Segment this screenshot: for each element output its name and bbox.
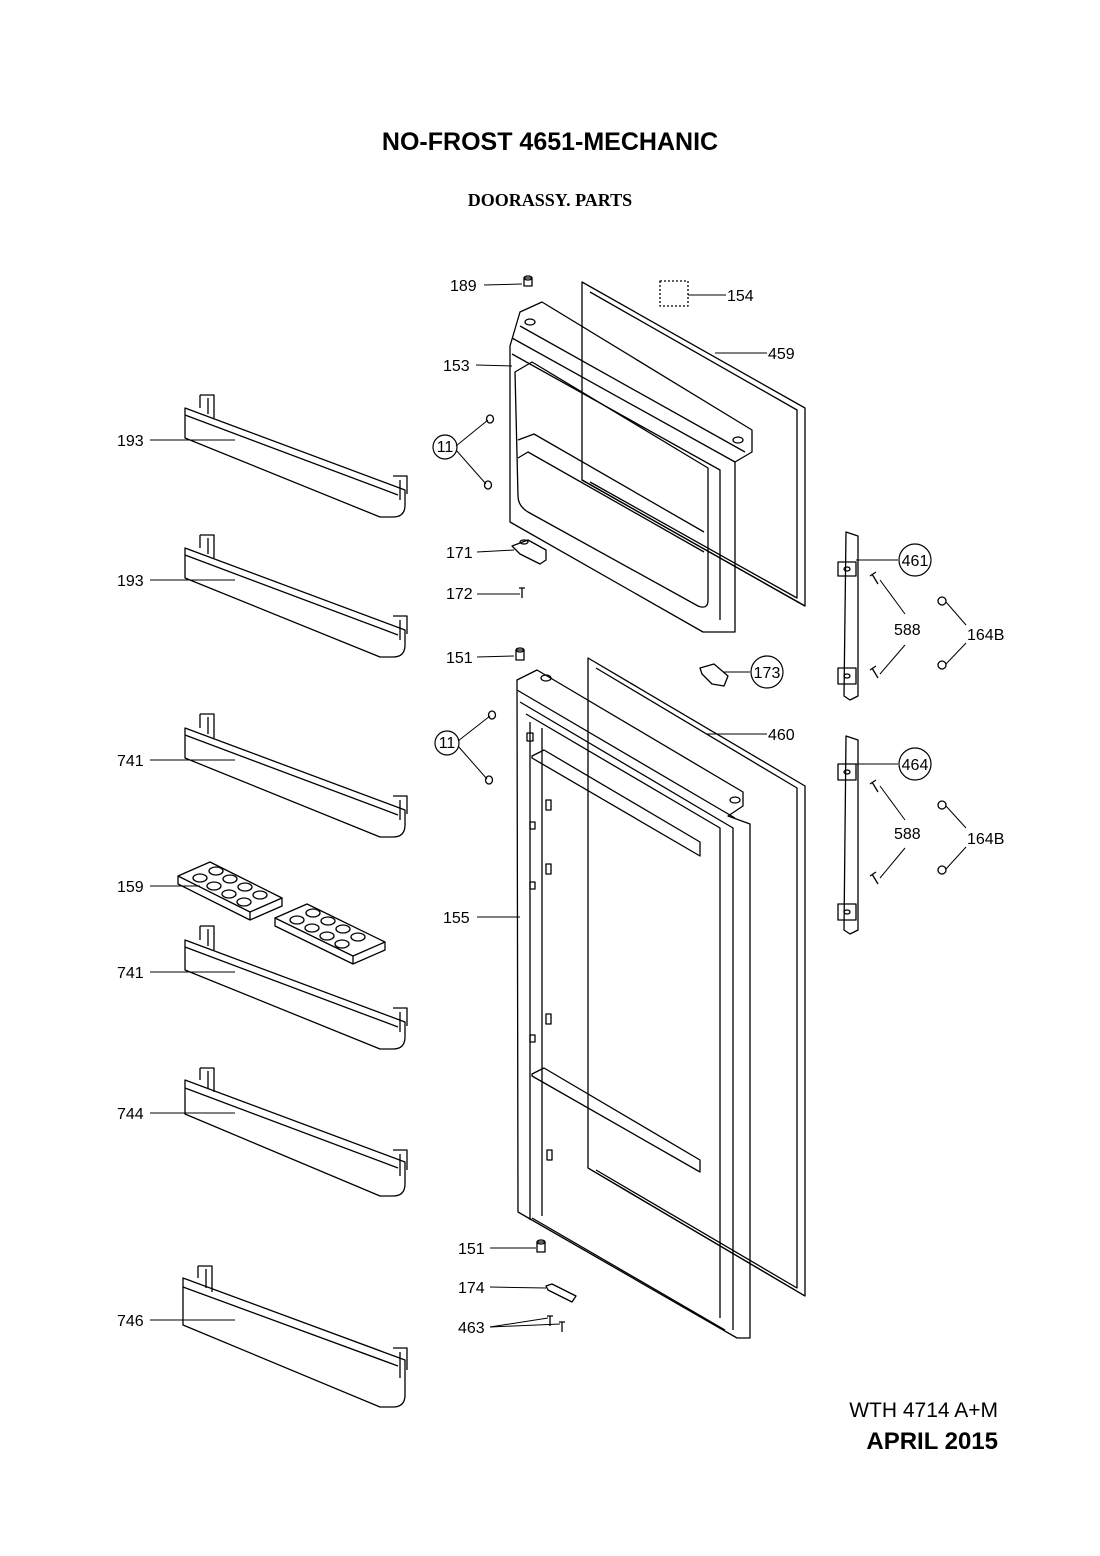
callout-153: 153 [443, 358, 470, 375]
bushing-151-lower [536, 1239, 546, 1253]
callout-151-upper: 151 [446, 650, 473, 667]
callout-459: 459 [768, 346, 795, 363]
diagram-subtitle: DOORASSY. PARTS [467, 190, 633, 210]
door-shelf-744 [184, 1067, 408, 1197]
caps-11-lower [484, 710, 497, 785]
fridge-door-gasket-460 [587, 657, 806, 1297]
door-shelf-741-lower [184, 925, 408, 1050]
fridge-door-155 [516, 669, 751, 1339]
screw-172 [519, 587, 525, 598]
egg-tray-159-left [177, 861, 283, 921]
callout-circle-461 [898, 543, 932, 577]
callout-171: 171 [446, 545, 473, 562]
callout-588-lower: 588 [894, 826, 921, 843]
callout-189: 189 [450, 278, 477, 295]
callout-circle-464 [898, 747, 932, 781]
leader-lines [150, 283, 967, 1328]
callout-461: 461 [902, 553, 929, 570]
model-number: WTH 4714 A+M [849, 1399, 998, 1422]
door-shelf-741-upper [184, 713, 408, 838]
callout-172: 172 [446, 586, 473, 603]
bushing-189 [523, 275, 533, 287]
callout-744: 744 [117, 1106, 144, 1123]
bushing-151-upper [515, 647, 525, 661]
callout-588-upper: 588 [894, 622, 921, 639]
callout-11-lower: 11 [439, 735, 456, 752]
door-shelf-193-lower [184, 534, 408, 658]
callout-circles [432, 434, 932, 781]
callout-151-lower: 151 [458, 1241, 485, 1258]
callout-circle-11-upper [432, 434, 458, 460]
callout-741-upper: 741 [117, 753, 144, 770]
freezer-label-154 [659, 280, 689, 307]
callout-circle-11-lower [434, 730, 460, 756]
door-shelf-746 [182, 1265, 408, 1408]
callout-193-lower: 193 [117, 573, 144, 590]
door-shelf-193-upper [184, 394, 408, 518]
hinge-171 [511, 539, 547, 565]
callout-155: 155 [443, 910, 470, 927]
freezer-door-gasket-459 [581, 281, 806, 607]
callout-174: 174 [458, 1280, 485, 1297]
caps-11-upper [483, 414, 495, 490]
diagram-title: NO-FROST 4651-MECHANIC [381, 128, 719, 156]
callout-labels: 189 154 153 459 193 11 171 461 193 172 5… [117, 278, 1004, 1337]
callout-746: 746 [117, 1313, 144, 1330]
callout-460: 460 [768, 727, 795, 744]
callout-173: 173 [754, 665, 781, 682]
callout-164B-upper: 164B [967, 627, 1004, 644]
callout-464: 464 [902, 757, 929, 774]
screws-463 [547, 1315, 565, 1332]
callout-463: 463 [458, 1320, 485, 1337]
callout-164B-lower: 164B [967, 831, 1004, 848]
callout-741-lower: 741 [117, 965, 144, 982]
hinge-174 [545, 1283, 577, 1303]
caps-164B [937, 596, 947, 875]
freezer-door-153 [509, 301, 753, 633]
screws-588 [869, 571, 879, 885]
callout-154: 154 [727, 288, 754, 305]
callout-193-upper: 193 [117, 433, 144, 450]
callout-11-upper: 11 [437, 439, 454, 456]
callout-159: 159 [117, 879, 144, 896]
egg-tray-159-right [274, 903, 386, 965]
revision-date: APRIL 2015 [866, 1428, 998, 1455]
handle-461 [837, 531, 859, 701]
handle-464 [837, 735, 859, 935]
hinge-cover-173 [699, 663, 729, 687]
callout-circle-173 [750, 655, 784, 689]
